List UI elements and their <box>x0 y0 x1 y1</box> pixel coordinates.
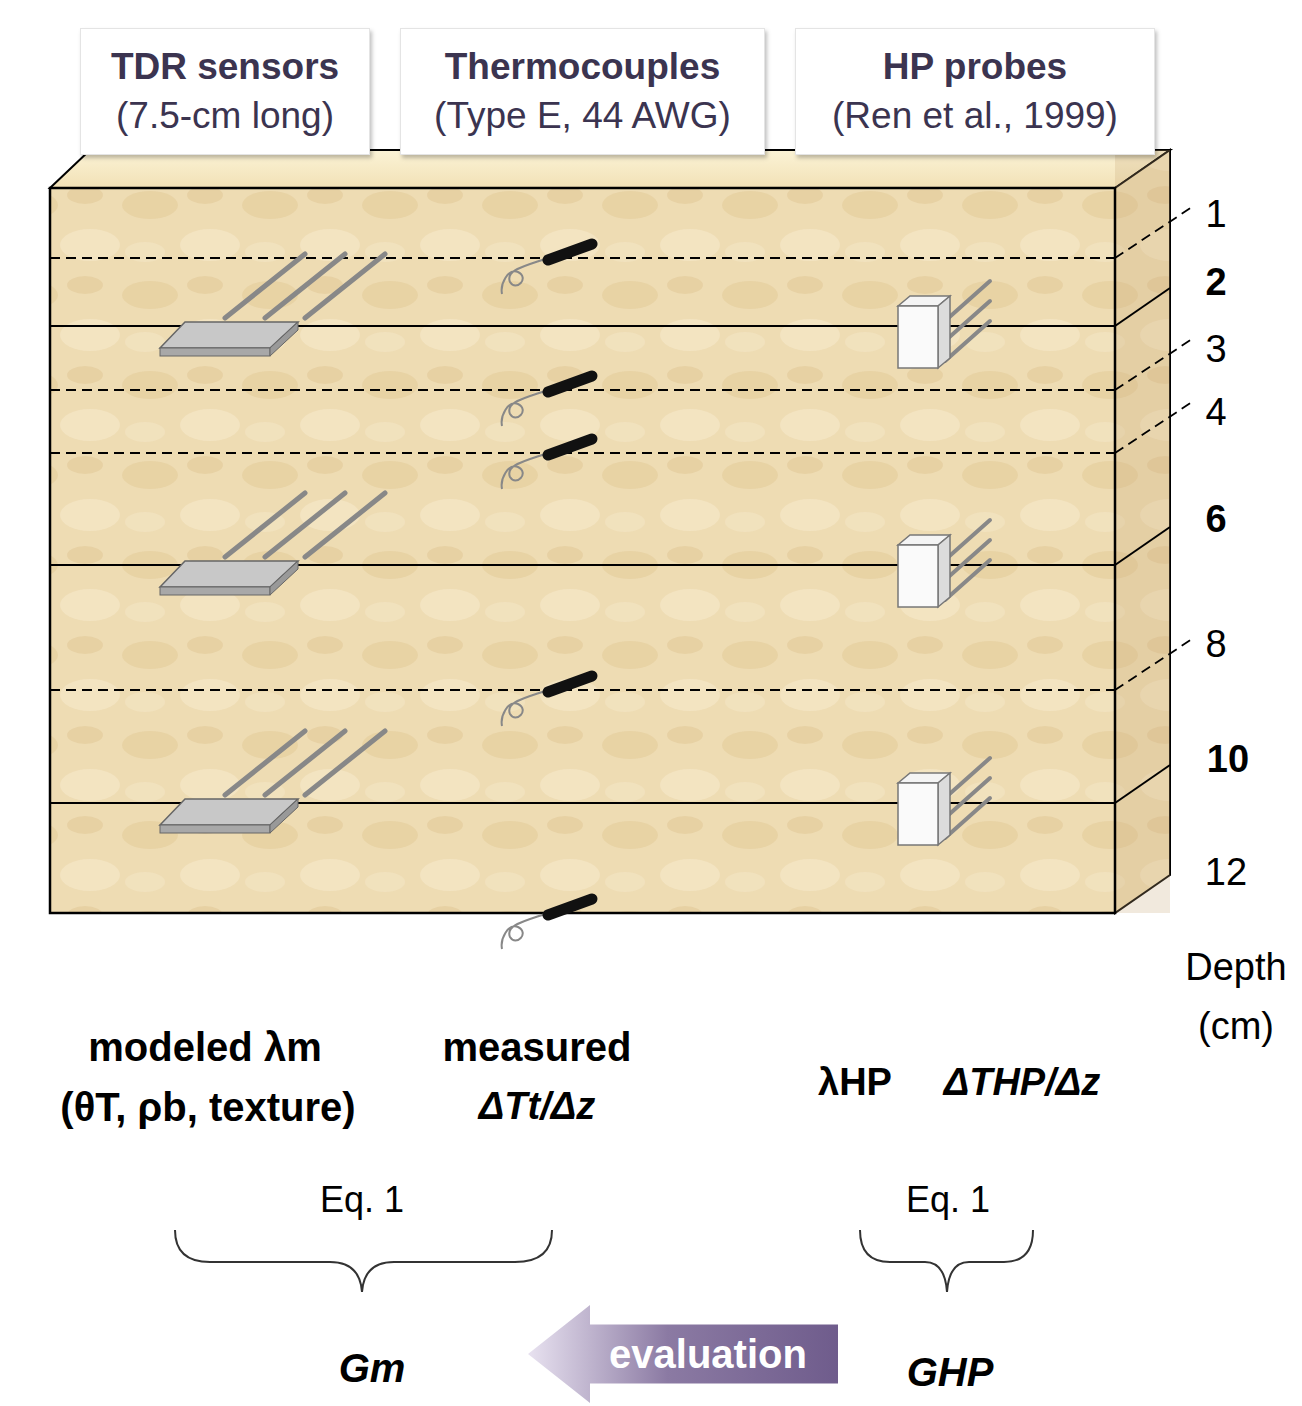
header-note: (Type E, 44 AWG) <box>413 92 752 140</box>
header-note: (Ren et al., 1999) <box>808 92 1142 140</box>
thermocouple <box>548 676 592 692</box>
depth-number: 10 <box>1207 739 1249 781</box>
drawing-part <box>270 322 298 356</box>
formula-label: measured <box>443 1025 632 1069</box>
thermocouples <box>502 244 592 949</box>
drawing-part <box>938 296 950 368</box>
drawing-part <box>265 254 345 318</box>
drawing-part <box>945 540 990 580</box>
drawing-part <box>265 493 345 557</box>
drawing-part <box>225 254 305 318</box>
drawing-part <box>502 690 548 726</box>
formula-label: Gm <box>339 1346 406 1390</box>
depth-number: 4 <box>1205 392 1226 434</box>
drawing-part <box>938 773 950 845</box>
drawing-part <box>945 520 990 560</box>
thermocouple <box>548 899 592 915</box>
formula-label: modeled λm <box>88 1025 321 1069</box>
formula-label: Eq. 1 <box>906 1180 990 1220</box>
drawing-part <box>945 301 990 341</box>
drawing-part <box>502 390 548 426</box>
drawing-part <box>945 560 990 600</box>
depth-number: 6 <box>1205 499 1226 541</box>
hp-probe <box>898 783 938 845</box>
hp-probes <box>898 281 990 845</box>
soil-block <box>50 150 1170 913</box>
drawing-part <box>225 731 305 795</box>
hp-probe <box>898 306 938 368</box>
depth-number: 8 <box>1205 624 1226 666</box>
drawing-part <box>160 825 270 833</box>
header-title: Thermocouples <box>413 43 752 91</box>
drawing-part <box>528 1305 838 1403</box>
formula-label: ΔTHP/Δz <box>944 1062 1101 1104</box>
layer-lines <box>50 205 1195 913</box>
drawing-part <box>305 254 385 318</box>
formula-label: GHP <box>907 1350 994 1394</box>
tdr-sensors <box>160 254 385 833</box>
formula-label: (θT, ρb, texture) <box>60 1085 355 1129</box>
drawing-part <box>502 453 548 489</box>
arrow-label: evaluation <box>609 1332 807 1377</box>
formula-label: ΔTt/Δz <box>479 1086 595 1128</box>
drawing-part <box>265 731 345 795</box>
axis-title: (cm) <box>1198 1006 1274 1048</box>
header-title: HP probes <box>808 43 1142 91</box>
drawing-part <box>502 913 548 949</box>
header-note: (7.5-cm long) <box>93 92 357 140</box>
drawing-part <box>305 493 385 557</box>
drawing-part <box>502 258 548 294</box>
header-box: Thermocouples(Type E, 44 AWG) <box>400 28 765 155</box>
axis-title: Depth <box>1185 947 1286 989</box>
drawing-part <box>938 535 950 607</box>
drawing-part <box>270 799 298 833</box>
header-box: TDR sensors(7.5-cm long) <box>80 28 370 155</box>
drawing-part <box>225 493 305 557</box>
drawing-part <box>160 348 270 356</box>
formula-label: λHP <box>818 1062 892 1104</box>
evaluation-arrow: evaluation <box>528 1305 838 1403</box>
hp-probe <box>898 545 938 607</box>
braces <box>175 1230 1033 1292</box>
drawing-part <box>305 731 385 795</box>
thermocouple <box>548 244 592 260</box>
header-title: TDR sensors <box>93 43 357 91</box>
depth-number: 3 <box>1205 329 1226 371</box>
depth-number: 2 <box>1205 262 1226 304</box>
drawing-part <box>945 798 990 838</box>
thermocouple <box>548 439 592 455</box>
drawing-part <box>945 778 990 818</box>
drawing-part <box>945 758 990 798</box>
depth-number: 1 <box>1205 194 1226 236</box>
drawing-part <box>945 281 990 321</box>
depth-number: 12 <box>1205 852 1247 894</box>
formula-label: Eq. 1 <box>320 1180 404 1220</box>
drawing-part <box>160 587 270 595</box>
header-box: HP probes(Ren et al., 1999) <box>795 28 1155 155</box>
drawing-part <box>270 561 298 595</box>
drawing-part <box>945 321 990 361</box>
thermocouple <box>548 376 592 392</box>
